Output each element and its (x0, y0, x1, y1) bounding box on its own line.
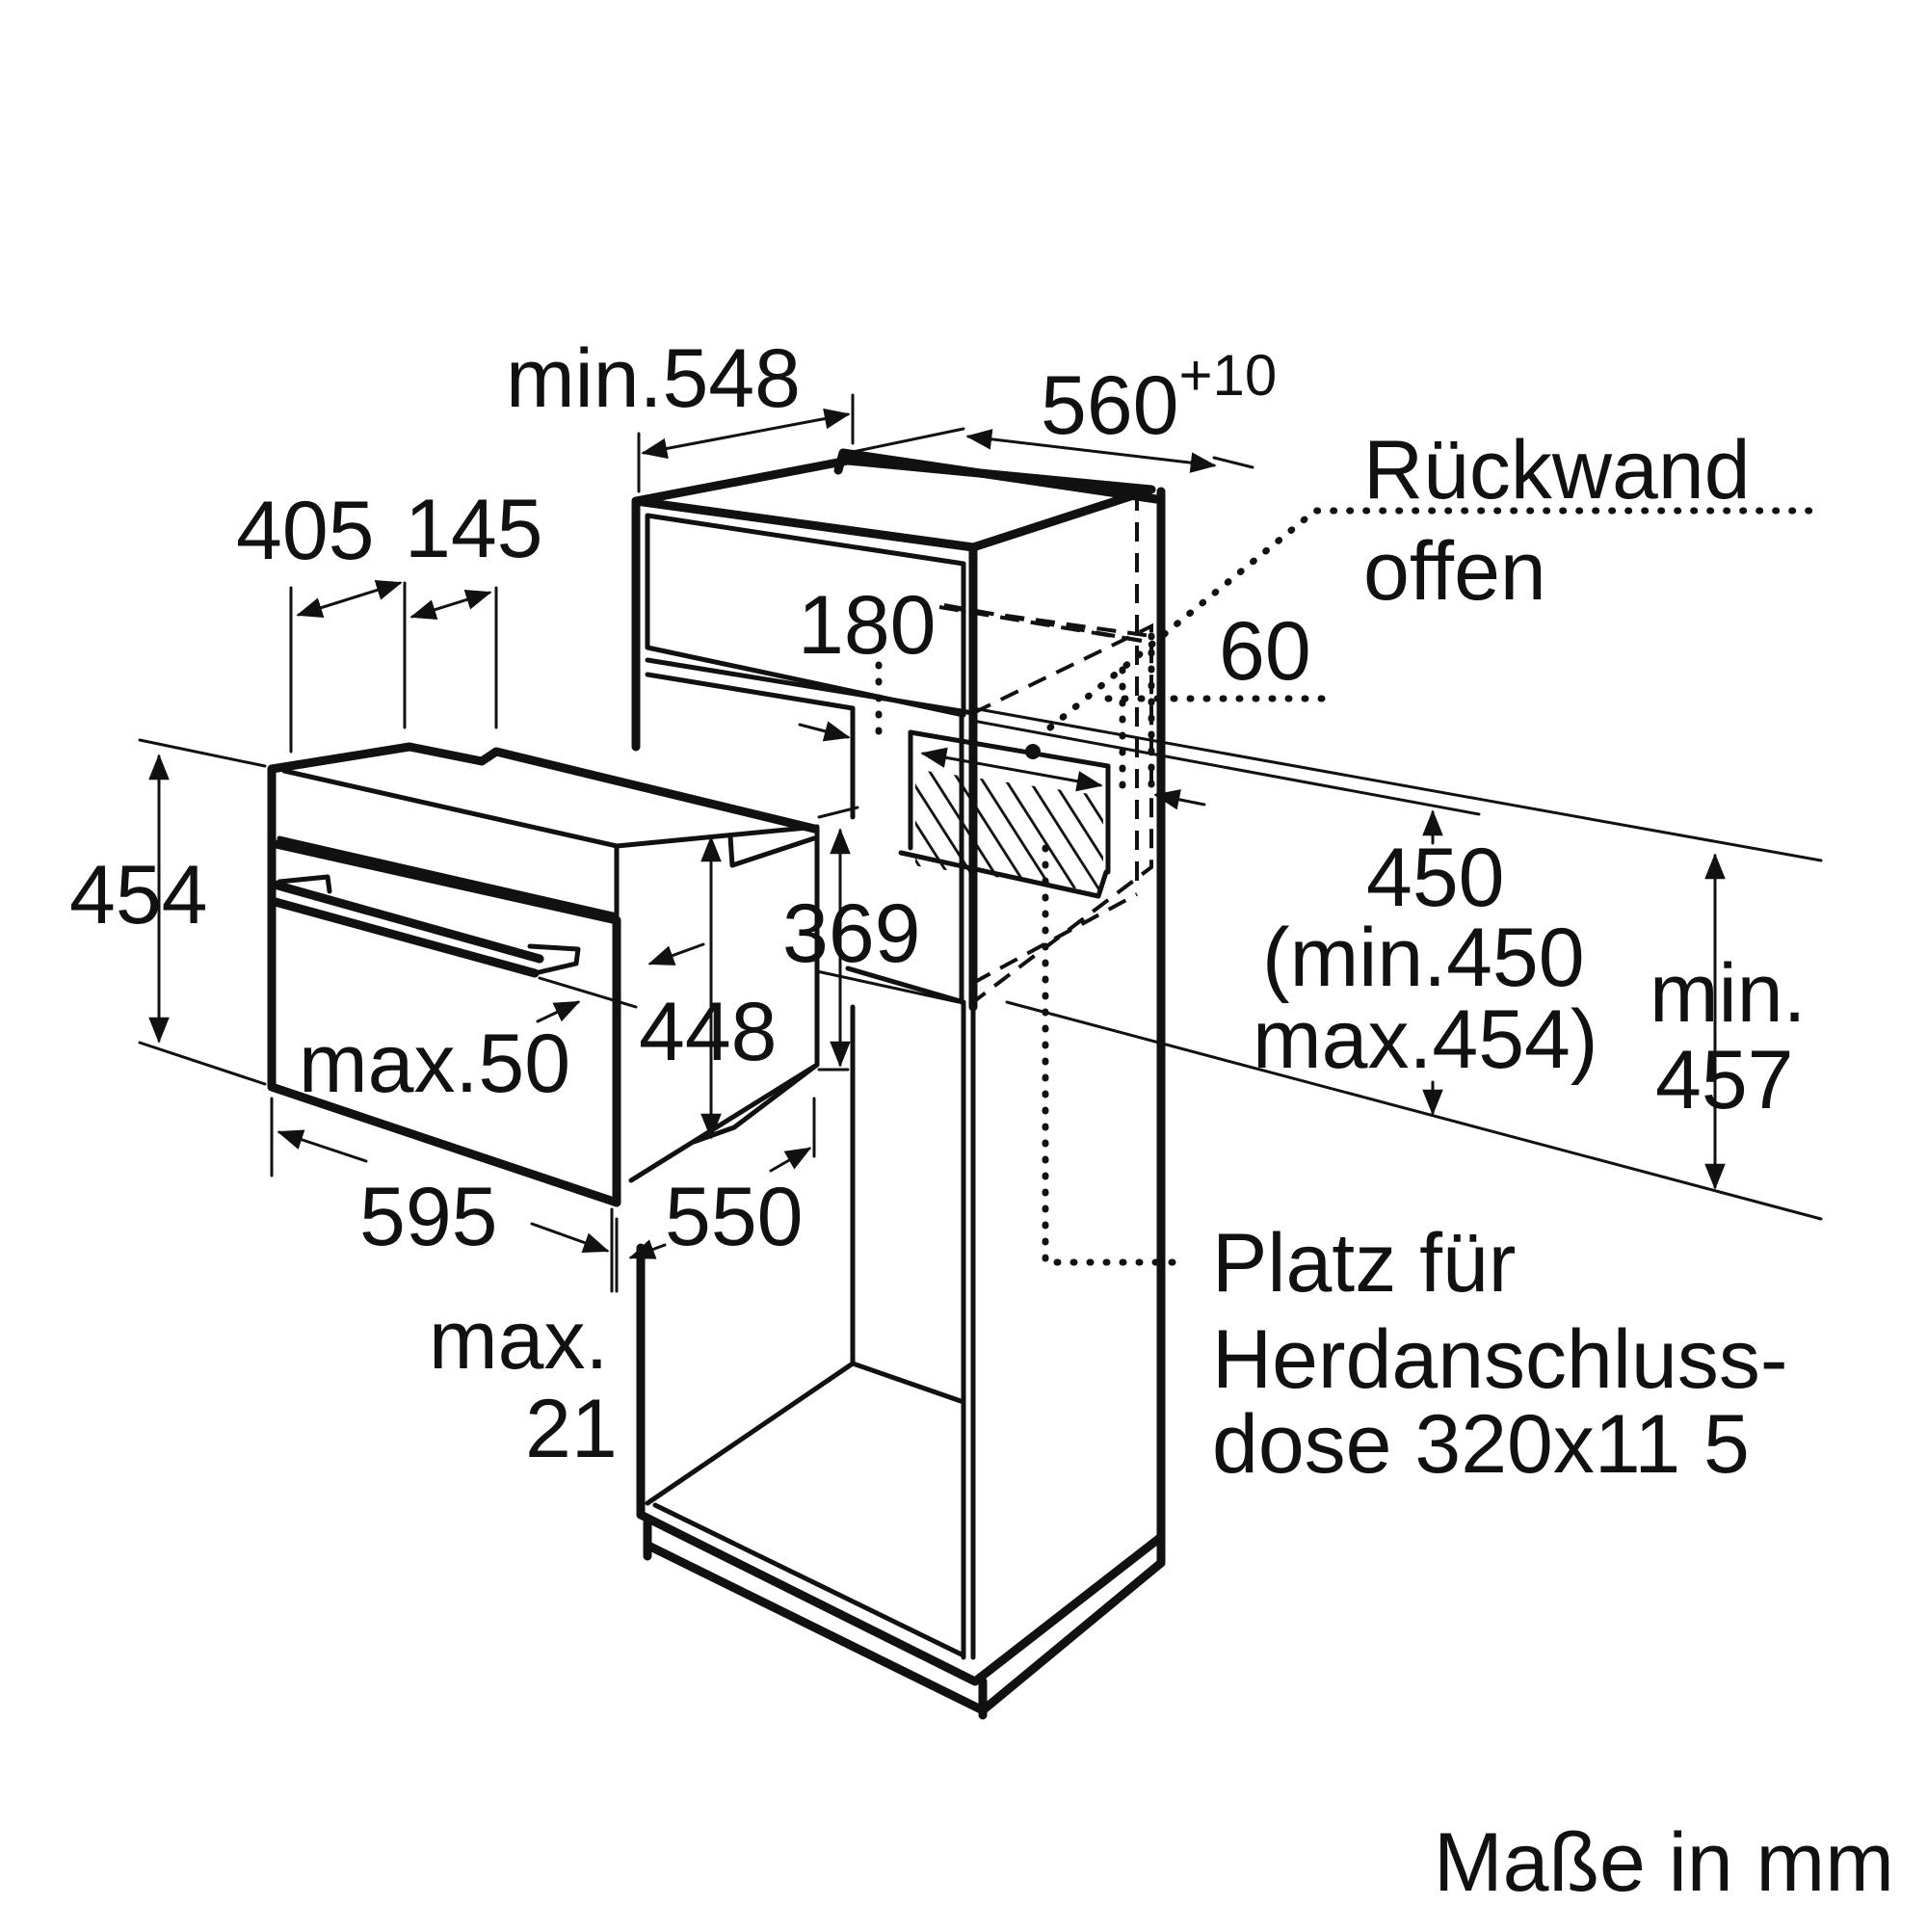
label-min450: (min.450 (1262, 912, 1585, 1004)
dim-min548-arrow (641, 408, 851, 460)
socket-dot (1025, 744, 1041, 759)
dim-180-dashed (943, 603, 1143, 643)
label-min457-line2: 457 (1655, 1034, 1794, 1126)
label-max21-line2: 21 (525, 1383, 618, 1475)
vent-hatch (915, 769, 1103, 892)
label-min457-line1: min. (1650, 947, 1806, 1040)
dim-max50-arrow2 (536, 1000, 581, 1023)
label-60: 60 (1219, 605, 1311, 698)
oven-handle-bracket-left (277, 874, 332, 894)
cabinet-upper-rail (645, 657, 976, 716)
label-145: 145 (405, 483, 543, 575)
dim-560-arrow (965, 429, 1217, 473)
dim-450-ext-top (971, 719, 1481, 816)
back-shelf-top (908, 729, 1111, 875)
oven-top-edge (267, 742, 819, 834)
dim-145-arrow (409, 589, 492, 621)
lower-inner-back (850, 1004, 966, 1405)
dim-min548-ext (637, 393, 855, 493)
label-min548: min.548 (506, 332, 801, 425)
dim-595-arrow-right (530, 1222, 610, 1253)
label-448: 448 (639, 986, 778, 1078)
cabinet-plinth (643, 1518, 1166, 1568)
cabinet-back-dashed (943, 491, 1153, 1004)
label-560: 560+10 (1041, 343, 1277, 452)
label-platz-line2: Herdanschluss- (1212, 1313, 1787, 1406)
dimension-lines (138, 393, 1823, 1293)
lower-inner-floor (645, 1361, 966, 1658)
dim-405-arrow (296, 579, 403, 619)
label-450: 450 (1366, 832, 1505, 924)
dim-60-inner (920, 747, 1103, 792)
label-454: 454 (69, 849, 208, 941)
cabinet-upper-rail-inner (645, 672, 856, 820)
cabinet-top-strip (833, 448, 1161, 504)
cabinet-top-front (631, 456, 1156, 552)
dim-405-145-ext (289, 581, 498, 754)
label-max454: max.454) (1253, 993, 1598, 1086)
label-max50: max.50 (299, 1018, 570, 1110)
label-595: 595 (359, 1171, 498, 1263)
oven-door-top (267, 838, 621, 1207)
dim-550-arrow-left (628, 1239, 667, 1259)
dim-max50-ext (538, 976, 638, 1009)
dim-60-arrow-right (1153, 789, 1206, 810)
label-rueckwand: Rückwand (1363, 424, 1751, 516)
label-369: 369 (782, 887, 921, 980)
oven-top-trim (277, 768, 620, 918)
label-max21-line1: max. (429, 1294, 608, 1387)
label-offen: offen (1363, 525, 1546, 618)
cabinet (631, 448, 1166, 1720)
oven-handle-bracket-right (527, 943, 581, 976)
label-560-tolerance: +10 (1179, 343, 1278, 408)
dim-550-arrow-right (769, 1147, 812, 1173)
oven-handle (267, 880, 544, 978)
lower-compartment-right (961, 1001, 976, 1660)
dim-560-ext (846, 427, 1254, 469)
label-180: 180 (798, 579, 937, 672)
dim-369-top-ext (817, 806, 859, 819)
label-550: 550 (665, 1171, 804, 1263)
oven-front-frame (267, 764, 621, 1207)
label-platz-line3: dose 320x11 5 (1212, 1398, 1750, 1491)
dim-457-ext-top (971, 706, 1823, 862)
dim-454-ext (138, 738, 267, 1086)
dotted-leaders (875, 507, 1815, 1266)
leader-60-vertical (1119, 632, 1155, 804)
oven-body-notch (727, 834, 817, 868)
dim-595-ext (270, 1097, 614, 1293)
dim-369-bottom-ext (815, 969, 961, 1072)
label-560-value: 560 (1041, 359, 1179, 452)
dim-60-arrow-left (798, 721, 851, 742)
label-405: 405 (236, 485, 375, 577)
label-platz-line1: Platz für (1212, 1217, 1516, 1310)
label-units: Maße in mm (1434, 1816, 1894, 1909)
cabinet-bottom (636, 1510, 1166, 1720)
dim-595-arrow-left (277, 1129, 368, 1163)
lower-compartment-top (845, 966, 966, 1005)
dim-450-ext-bottom (1005, 1000, 1823, 1221)
oven (267, 742, 820, 1207)
labels: min.548 560+10 Rückwand offen 405 145 18… (69, 332, 1894, 1909)
leader-rueckwand (1046, 507, 1815, 731)
dim-max50-arrow (647, 942, 705, 966)
